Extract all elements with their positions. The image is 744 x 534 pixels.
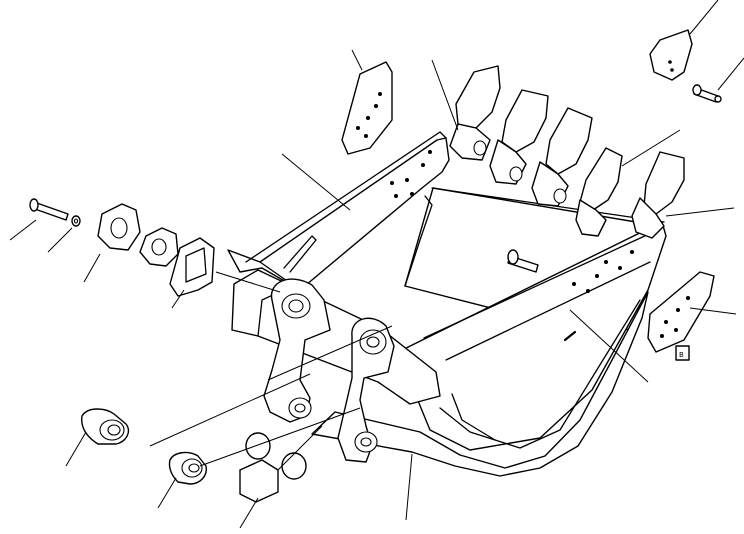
cutter-nut: B bbox=[675, 345, 690, 361]
side-plate-holes-left bbox=[390, 150, 432, 198]
tooth-2 bbox=[489, 89, 549, 185]
bucket-bolt bbox=[507, 249, 539, 273]
side-cutter-left bbox=[341, 61, 393, 155]
bucket-teeth bbox=[449, 65, 685, 239]
side-cutter-right bbox=[647, 271, 715, 353]
boss-washers bbox=[239, 432, 307, 503]
tooth-5 bbox=[631, 151, 685, 239]
leader-lines bbox=[9, 0, 744, 529]
link-bracket bbox=[231, 235, 441, 463]
collar bbox=[168, 451, 207, 485]
tooth-1 bbox=[449, 65, 501, 161]
tooth-spare bbox=[649, 29, 693, 81]
bucket-body bbox=[227, 131, 667, 477]
seal-ring bbox=[169, 237, 215, 297]
tooth-3 bbox=[531, 107, 593, 207]
shim-plate-2 bbox=[139, 227, 179, 267]
cutter-nut-label: B bbox=[679, 351, 684, 359]
cutter-bolt bbox=[29, 198, 69, 221]
side-plate-holes-right bbox=[572, 250, 634, 293]
tooth-4 bbox=[575, 147, 623, 237]
tooth-pins bbox=[692, 84, 722, 103]
washer bbox=[71, 215, 81, 227]
bushing bbox=[81, 408, 130, 445]
shim-plate-1 bbox=[97, 203, 141, 251]
